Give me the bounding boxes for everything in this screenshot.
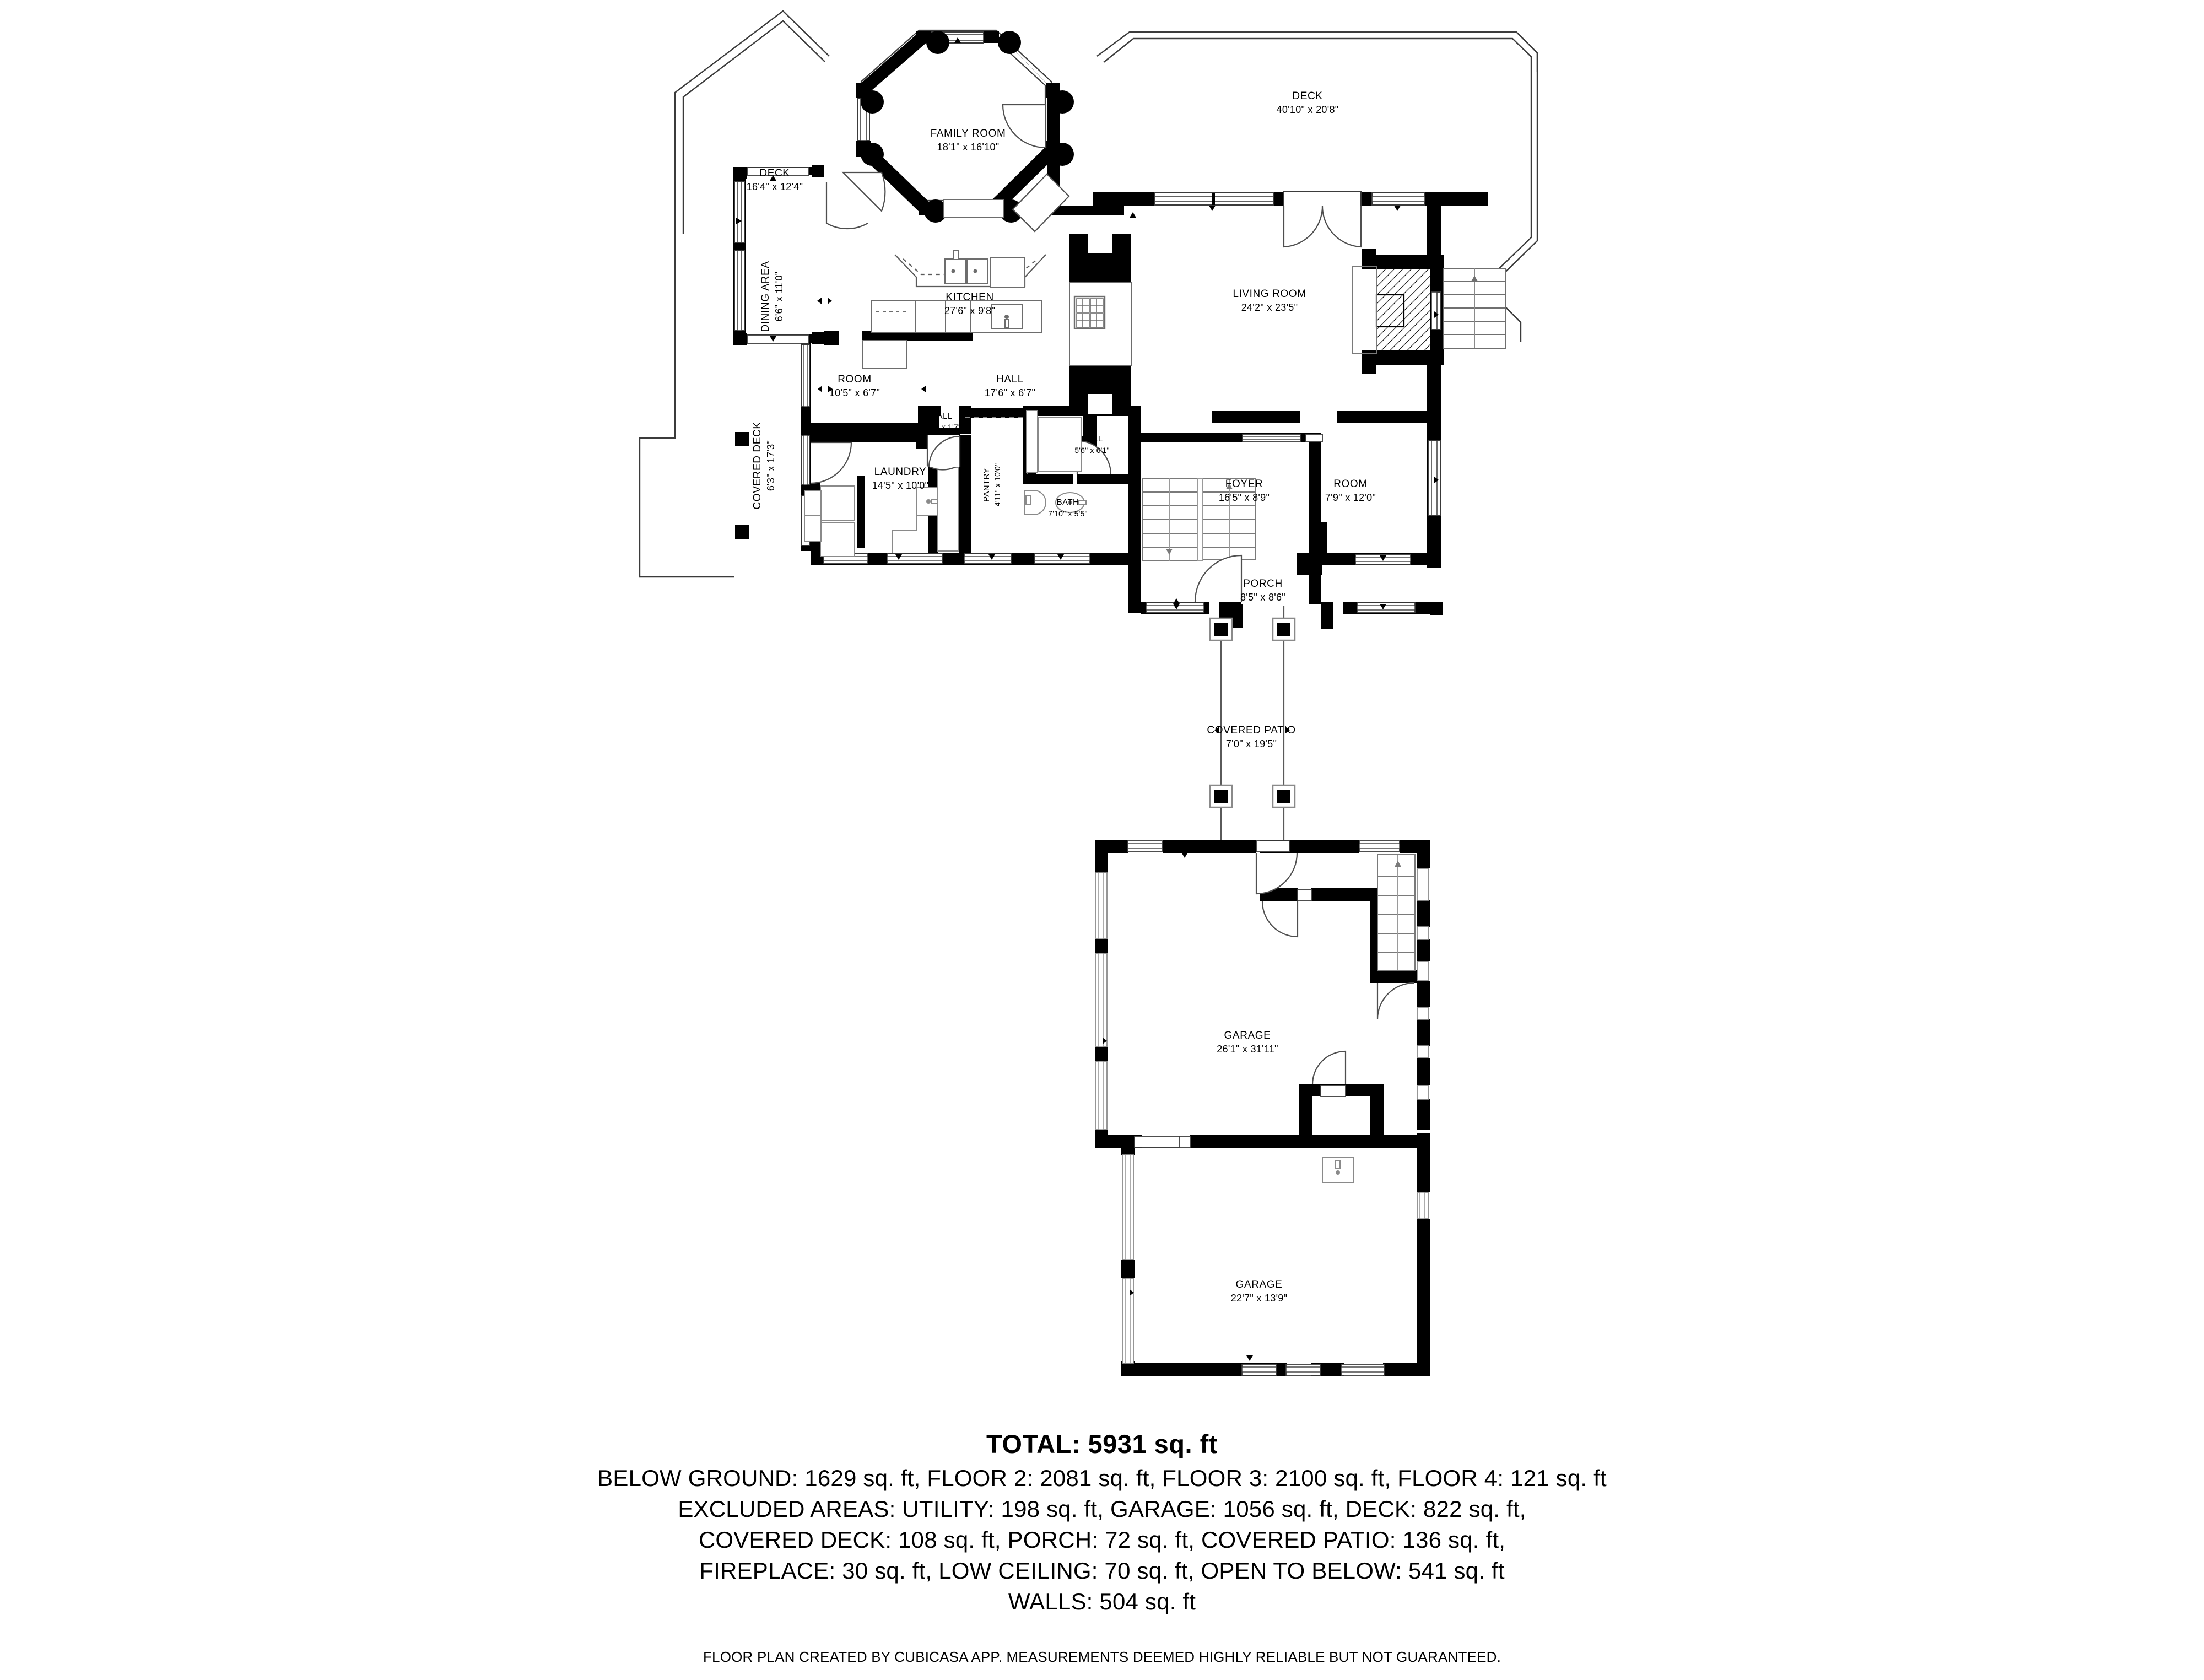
label-covered-patio-name: COVERED PATIO	[1207, 725, 1295, 736]
garage-door-swings	[1255, 852, 1414, 1085]
label-room-kitchen-dim: 10'5" x 6'7"	[829, 387, 880, 398]
label-pantry-name: PANTRY	[982, 468, 991, 502]
label-laundry-name: LAUNDRY	[874, 466, 927, 478]
label-garage-upper-dim: 26'1" x 31'11"	[1217, 1044, 1278, 1055]
label-covered-patio-dim: 7'0" x 19'5"	[1226, 738, 1277, 749]
label-foyer-dim: 16'5" x 8'9"	[1219, 492, 1270, 503]
kitchen-range-wall	[1069, 234, 1132, 414]
label-pantry-dim: 4'11" x 10'0"	[993, 463, 1002, 506]
summary-line-walls: WALLS: 504 sq. ft	[1008, 1588, 1196, 1614]
summary-line-outdoor: COVERED DECK: 108 sq. ft, PORCH: 72 sq. …	[698, 1526, 1506, 1553]
label-deck-left-dim: 16'4" x 12'4"	[747, 181, 803, 192]
hall-interior-frames	[1026, 410, 1082, 473]
label-foyer-name: FOYER	[1225, 478, 1263, 490]
foyer-stairs	[1142, 478, 1256, 561]
label-bath-name: BATH	[1057, 498, 1079, 507]
garage-dimension-ticks	[1103, 852, 1423, 1361]
label-dining-area-name: DINING AREA	[760, 261, 771, 332]
fireplace	[1352, 266, 1431, 354]
label-hall-stair-dim: 5'6" x 6'1"	[1074, 446, 1109, 455]
columns	[861, 31, 1074, 223]
disclaimer-text: FLOOR PLAN CREATED BY CUBICASA APP. MEAS…	[703, 1649, 1501, 1666]
label-living-room-dim: 24'2" x 23'5"	[1241, 302, 1298, 313]
pantry-shelving	[937, 467, 959, 552]
label-hall-main-name: HALL	[996, 374, 1024, 385]
label-porch-dim: 8'5" x 8'6"	[1240, 592, 1285, 603]
label-garage-lower-name: GARAGE	[1236, 1279, 1283, 1290]
label-room-foyer-name: ROOM	[1333, 478, 1368, 490]
total-area-text: TOTAL: 5931 sq. ft	[986, 1429, 1218, 1458]
label-kitchen-name: KITCHEN	[946, 291, 994, 303]
label-deck-top-name: DECK	[1292, 90, 1322, 102]
label-covered-deck-name: COVERED DECK	[752, 422, 763, 509]
label-porch-name: PORCH	[1243, 578, 1283, 590]
garage-utility-sink	[1322, 1157, 1354, 1183]
label-hall-main-dim: 17'6" x 6'7"	[985, 387, 1035, 398]
area-summary: TOTAL: 5931 sq. ft BELOW GROUND: 1629 sq…	[0, 1427, 2204, 1680]
bath-fixtures	[1024, 490, 1087, 515]
kitchen-sink-cabinets	[943, 199, 1025, 288]
label-family-room-dim: 18'1" x 16'10"	[937, 142, 1000, 153]
label-dining-area-dim: 6'6" x 11'0"	[774, 272, 785, 322]
label-living-room-name: LIVING ROOM	[1233, 288, 1306, 300]
label-room-foyer-dim: 7'9" x 12'0"	[1325, 492, 1376, 503]
dimension-ticks	[736, 37, 1439, 733]
label-hall-stair-name: HALL	[1081, 434, 1103, 444]
laundry-fixtures	[804, 485, 944, 557]
label-room-kitchen-name: ROOM	[838, 374, 872, 385]
label-covered-deck-dim: 6'3" x 17'3"	[765, 440, 776, 491]
door-swings	[810, 104, 1362, 602]
label-garage-upper-name: GARAGE	[1224, 1030, 1271, 1041]
covered-patio	[1209, 606, 1296, 849]
kitchen-counter-run	[862, 300, 1042, 369]
label-deck-top-dim: 40'10" x 20'8"	[1277, 104, 1339, 115]
room-labels: FAMILY ROOM 18'1" x 16'10" DECK 16'4" x …	[747, 90, 1376, 1304]
label-garage-lower-dim: 22'7" x 13'9"	[1231, 1293, 1288, 1304]
label-laundry-dim: 14'5" x 10'0"	[872, 480, 929, 491]
summary-line-misc: FIREPLACE: 30 sq. ft, LOW CEILING: 70 sq…	[699, 1557, 1505, 1584]
label-family-room-name: FAMILY ROOM	[931, 128, 1006, 139]
summary-line-floors: BELOW GROUND: 1629 sq. ft, FLOOR 2: 2081…	[597, 1465, 1607, 1492]
label-deck-left-name: DECK	[759, 168, 790, 179]
label-kitchen-dim: 27'6" x 9'8"	[944, 305, 995, 316]
exterior-stairs	[1443, 268, 1506, 349]
label-bath-dim: 7'10" x 5'5"	[1048, 509, 1087, 518]
garage-lower-openings	[1122, 1136, 1429, 1376]
label-hall-tiny-name: HALL	[931, 412, 952, 421]
garage-stairs	[1377, 854, 1416, 971]
garage-lower-walls	[1121, 1135, 1430, 1376]
label-hall-tiny-dim: 2'11" x 1'7"	[922, 423, 961, 431]
summary-line-excluded: EXCLUDED AREAS: UTILITY: 198 sq. ft, GAR…	[678, 1495, 1526, 1522]
